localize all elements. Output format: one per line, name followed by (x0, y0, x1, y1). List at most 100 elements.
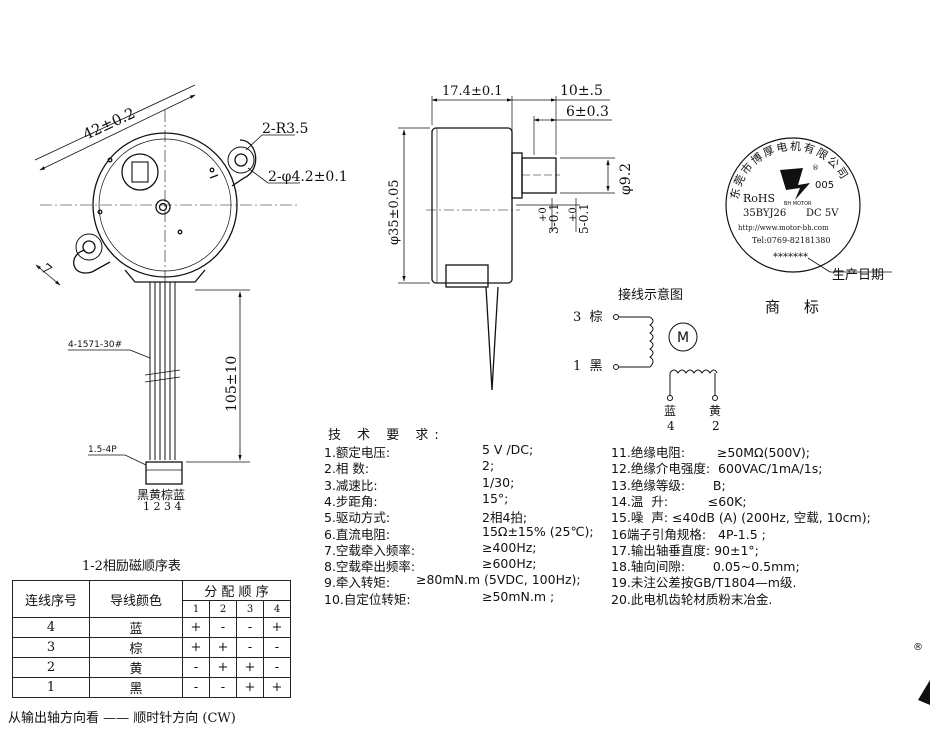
cell-polarity: + (236, 677, 264, 698)
wire-label-brown: 3 棕 (573, 310, 603, 325)
label-tel: Tel:0769-82181380 (752, 236, 830, 245)
dim-wire: 4-1571-30# (68, 340, 122, 350)
wire-label-black: 1 黑 (573, 359, 603, 374)
cell-seq: 2 (12, 657, 90, 678)
dim-shaft-step: 6±0.3 (566, 104, 609, 120)
spec-left-label: 4.步距角: (324, 493, 378, 509)
cell-polarity: + (182, 617, 210, 638)
col-order-header: 分 配 顺 序 (182, 580, 291, 601)
motor-side-body (431, 127, 513, 284)
connector-colors: 黑黄棕蓝 (137, 487, 185, 502)
cell-seq: 1 (12, 677, 90, 698)
dim-radius: 2-R3.5 (262, 121, 308, 137)
corner-logo-fragment (918, 680, 930, 705)
spec-right-item: 15.噪 声: ≤40dB (A) (200Hz, 空载, 10cm); (611, 510, 871, 526)
spec-left-value: 2相4拍; (482, 510, 528, 526)
rotation-note: 从输出轴方向看 —— 顺时针方向 (CW) (8, 711, 236, 726)
label-model: 35BYJ26 (743, 208, 786, 219)
spec-right-item: 19.未注公差按GB/T1804—m级. (611, 575, 797, 591)
lead-wires (144, 282, 181, 460)
spec-title: 技 术 要 求: (328, 428, 445, 443)
spec-left-label: 5.驱动方式: (324, 510, 391, 526)
cell-polarity: + (182, 637, 210, 658)
spec-left-label: 7.空载牵入频率: (324, 542, 416, 558)
spec-left-label: 9.牵入转矩: (324, 575, 391, 591)
terminal-block (445, 264, 489, 288)
label-stars: ******* (773, 252, 808, 263)
label-voltage: DC 5V (806, 208, 839, 219)
shaft-boss (121, 153, 159, 191)
table-caption: 1-2相励磁顺序表 (82, 559, 181, 574)
cell-polarity: + (209, 637, 237, 658)
spec-left-value: 15Ω±15% (25℃); (482, 523, 594, 539)
dim-diameter: 42±0.2 (80, 104, 138, 144)
cell-polarity: - (263, 637, 291, 658)
mount-hole-right (234, 153, 248, 167)
label-circle (725, 137, 861, 273)
wire-label-yellow: 黄 (709, 404, 721, 418)
side-view (398, 96, 615, 391)
cell-polarity: + (209, 657, 237, 678)
spec-right-item: 18.轴向间隙: 0.05~0.5mm; (611, 559, 800, 575)
cell-color: 黑 (89, 677, 183, 698)
spec-left-value: ≥80mN.m (5VDC, 100Hz); (416, 572, 581, 588)
wiring-diagram: 接线示意图 3 棕 1 黑 M 蓝 4 黄 2 (573, 287, 721, 433)
label-rohs: RoHS (743, 192, 775, 205)
label-code: 005 (815, 180, 834, 191)
step-header: 2 (209, 600, 237, 618)
motor-symbol (668, 322, 698, 352)
spec-right-item: 12.绝缘介电强度: 600VAC/1mA/1s; (611, 461, 823, 477)
mounting-flange (73, 139, 257, 274)
brand-name: BH MOTOR (784, 201, 812, 207)
dim-tol2: 5-0.1 (577, 203, 591, 234)
shaft-base (511, 152, 523, 199)
cell-polarity: - (182, 657, 210, 678)
coil-a (649, 316, 654, 368)
spec-left-label: 3.减速比: (324, 477, 378, 493)
cell-polarity: + (263, 677, 291, 698)
dim-lead-length: 105±10 (224, 356, 240, 412)
cell-polarity: - (236, 637, 264, 658)
col-color-header: 导线颜色 (89, 580, 183, 618)
spec-right-item: 14.温 升: ≤60K; (611, 493, 747, 509)
spec-left-value: ≥400Hz; (482, 539, 537, 555)
lead-bundle (485, 286, 499, 391)
cell-seq: 3 (12, 637, 90, 658)
spec-left-value: 5 V /DC; (482, 442, 534, 457)
wire-num-blue: 4 (667, 419, 675, 433)
cell-polarity: - (182, 677, 210, 698)
spec-right-item: 16端子引角规格: 4P-1.5 ; (611, 526, 766, 542)
motor-letter: M (677, 330, 689, 346)
cell-polarity: - (236, 617, 264, 638)
cell-color: 蓝 (89, 617, 183, 638)
mount-hole-left (82, 240, 96, 254)
spec-left-label: 2.相 数: (324, 461, 370, 477)
spec-right-item: 20.此电机齿轮材质粉末冶金. (611, 591, 773, 607)
coil-b (669, 369, 718, 374)
dim-body-diameter: φ35±0.05 (387, 180, 402, 245)
dim-tol1: 3-0.1 (547, 203, 561, 234)
step-header: 4 (263, 600, 291, 618)
cell-color: 棕 (89, 637, 183, 658)
spec-left-value: ≥600Hz; (482, 556, 537, 572)
spec-left-value: 1/30; (482, 474, 515, 490)
date-label: 生产日期 (832, 268, 884, 283)
front-view-labels: 42±0.2 2-R3.5 2-φ4.2±0.1 7 4-1571-30# 1.… (37, 104, 347, 513)
cell-polarity: + (263, 617, 291, 638)
spec-left-label: 8.空载牵出频率: (324, 559, 416, 575)
spec-left-value: 2; (482, 458, 495, 474)
spec-left-value: ≥50mN.m ; (482, 588, 555, 604)
brand-label: 东莞市博厚电机有限公司 ® BH MOTOR 005 RoHS 35BYJ26 … (725, 137, 892, 316)
trademark-label: 商 标 (765, 298, 819, 316)
cell-color: 黄 (89, 657, 183, 678)
spec-right-item: 13.绝缘等级: B; (611, 477, 726, 493)
spec-left-label: 10.自定位转矩: (324, 591, 411, 607)
label-url: http://www.motor-bh.com (738, 224, 829, 232)
brand-logo (780, 168, 810, 200)
dim-connector: 1.5-4P (88, 445, 117, 455)
step-header: 1 (182, 600, 210, 618)
